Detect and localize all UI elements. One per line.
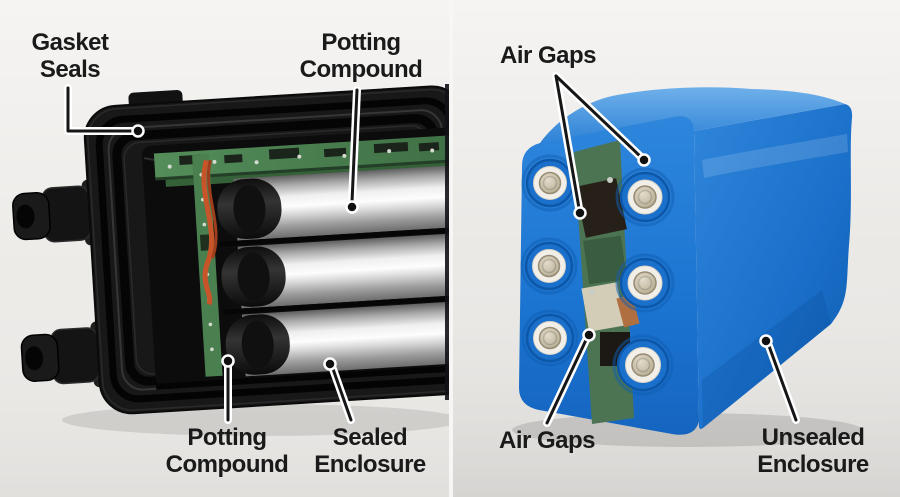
label-line: Compound xyxy=(299,56,423,83)
label-line: Air Gaps xyxy=(498,427,596,454)
label-line: Seals xyxy=(39,56,101,83)
pack-side-face xyxy=(694,104,853,430)
pack-side-gloss xyxy=(702,134,848,178)
battery-pack xyxy=(519,87,853,435)
label-line: Potting xyxy=(187,424,267,451)
orange-wire xyxy=(201,159,214,306)
battery-cell xyxy=(221,232,452,315)
label-line: Gasket xyxy=(31,29,109,56)
label-line: Sealed xyxy=(332,424,408,451)
cell-end xyxy=(520,237,578,295)
label-sealed-enclosure: Sealed Enclosure xyxy=(285,424,455,478)
panel-divider xyxy=(449,0,453,497)
label-air-gaps-top: Air Gaps xyxy=(483,42,613,69)
label-line: Enclosure xyxy=(314,451,426,478)
cell-ends xyxy=(520,154,675,396)
sealed-enclosure-photo xyxy=(0,0,452,497)
orange-wire-2 xyxy=(207,159,218,259)
label-unsealed-enclosure: Unsealed Enclosure xyxy=(728,424,898,478)
label-line: Enclosure xyxy=(757,451,869,478)
label-line: Unsealed xyxy=(761,424,865,451)
label-gasket-seals: Gasket Seals xyxy=(10,29,130,83)
unsealed-enclosure-photo xyxy=(452,0,900,497)
photo-edge-strip xyxy=(445,84,452,400)
battery-cells xyxy=(155,164,452,390)
label-potting-compound-bottom: Potting Compound xyxy=(142,424,312,478)
label-line: Air Gaps xyxy=(499,42,597,69)
cell-end xyxy=(521,154,579,212)
label-line: Compound xyxy=(165,451,289,478)
battery-cell xyxy=(155,300,452,390)
label-potting-compound-top: Potting Compound xyxy=(276,29,446,83)
cell-end xyxy=(612,334,674,396)
cell-end xyxy=(615,253,675,313)
label-line: Potting xyxy=(321,29,401,56)
cell-end xyxy=(615,167,675,227)
cell-end xyxy=(521,309,579,367)
label-air-gaps-bottom: Air Gaps xyxy=(482,427,612,454)
sealed-enclosure-body-group xyxy=(12,85,452,415)
